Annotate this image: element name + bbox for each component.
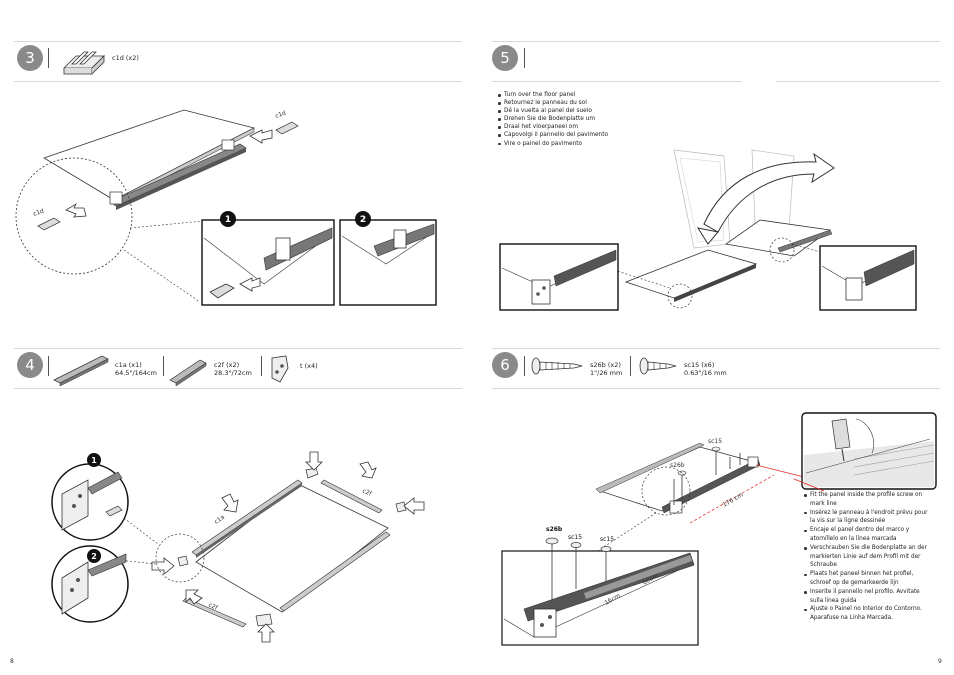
page-number-left: 8 [10,658,14,665]
step-5-diagram [499,149,917,311]
s26b-screw-icon [531,357,583,375]
instruction-pt: Ajuste o Painel no Interior do Contorno.… [804,605,934,623]
step-3-number: 3 [17,45,43,71]
sc15-detail-label-2: sc15 [600,536,614,543]
step-6-diagram: 176 cm sc15 s26b s26b sc15 sc15 60cm 16c… [501,412,937,646]
instruction-de: Verschrauben Sie die Bodenplatte an der … [804,544,934,570]
step-3-callout-1 [220,211,236,227]
instruction-es: Dé la vuelta al panel del suelo [498,107,608,115]
c1d-part-label: c1d (x2) [112,54,139,62]
sc15-top-label: sc15 [708,438,722,445]
c1a-part-icon [53,355,109,387]
step-4-divider [48,356,49,376]
s26b-detail-label: s26b [546,526,563,533]
instruction-de: Drehen Sie die Bodenplatte um [498,115,608,123]
step-5-instructions: Turn over the floor panel Retournez le p… [498,91,608,148]
step-3-callout-2 [355,211,371,227]
c2f-bottom-diagram-label: c2f [207,601,219,612]
c2f-part-label: c2f (x2) 28.3"/72cm [214,361,252,377]
instruction-nl: Plaats het paneel binnen het profiel, sc… [804,570,934,588]
c1d-left-label: c1d [32,207,45,217]
dim-176-label: 176 cm [722,491,745,508]
s26b-top-label: s26b [670,462,685,469]
step-3-diagram: c1d c1d 1 2 [15,109,437,306]
c1a-part-label: c1a (x1) 64.5"/164cm [115,361,157,377]
step-4-callout-2: 2 [91,552,97,561]
sc15-part-label: sc15 (x6) 0.63"/16 mm [684,361,727,377]
page-number-right: 9 [938,658,942,665]
t-part-icon [271,355,289,383]
instruction-es: Encaje el panel dentro del marco y atorn… [804,526,934,544]
c1a-divider [163,356,164,376]
instruction-fr: Retournez le panneau du sol [498,99,608,107]
instruction-nl: Draai het vloerpaneel om [498,123,608,131]
step-3-callout-1-label: 1 [225,215,231,225]
c1a-diagram-label: c1a [213,514,226,526]
step-6-divider [524,356,525,376]
instruction-en: Turn over the floor panel [498,91,608,99]
instruction-pt: Vire o painel do pavimento [498,140,608,148]
step-6-number: 6 [492,352,518,378]
c1d-top-label: c1d [274,109,287,119]
sc15-screw-icon [639,357,677,375]
step-4-callout-1: 1 [91,456,97,465]
c2f-divider [261,356,262,376]
step-6-instructions: Fit the panel inside the profile screw o… [804,491,934,623]
step-4-diagram: 1 2 c1a c2f c2f [51,451,425,643]
sc15-detail-label-1: sc15 [568,534,582,541]
s26b-part-label: s26b (x2) 1"/26 mm [590,361,623,377]
step-5-number: 5 [492,45,518,71]
c2f-part-icon [169,359,207,387]
instruction-it: Capovolgi il pannello del pavimento [498,131,608,139]
c1d-part-icon [63,51,105,75]
t-part-label: t (x4) [300,362,318,370]
step-3-callout-2-label: 2 [360,215,366,225]
instruction-it: Inserite il pannello nel profilo. Avvita… [804,588,934,606]
step-3-divider [48,48,49,68]
step-4-number: 4 [17,352,43,378]
instruction-en: Fit the panel inside the profile screw o… [804,491,934,509]
s26b-divider [630,356,631,376]
c2f-top-diagram-label: c2f [361,487,373,498]
step-5-divider [524,48,525,68]
instruction-fr: Insérez le panneau à l'endroit prévu pou… [804,509,934,527]
